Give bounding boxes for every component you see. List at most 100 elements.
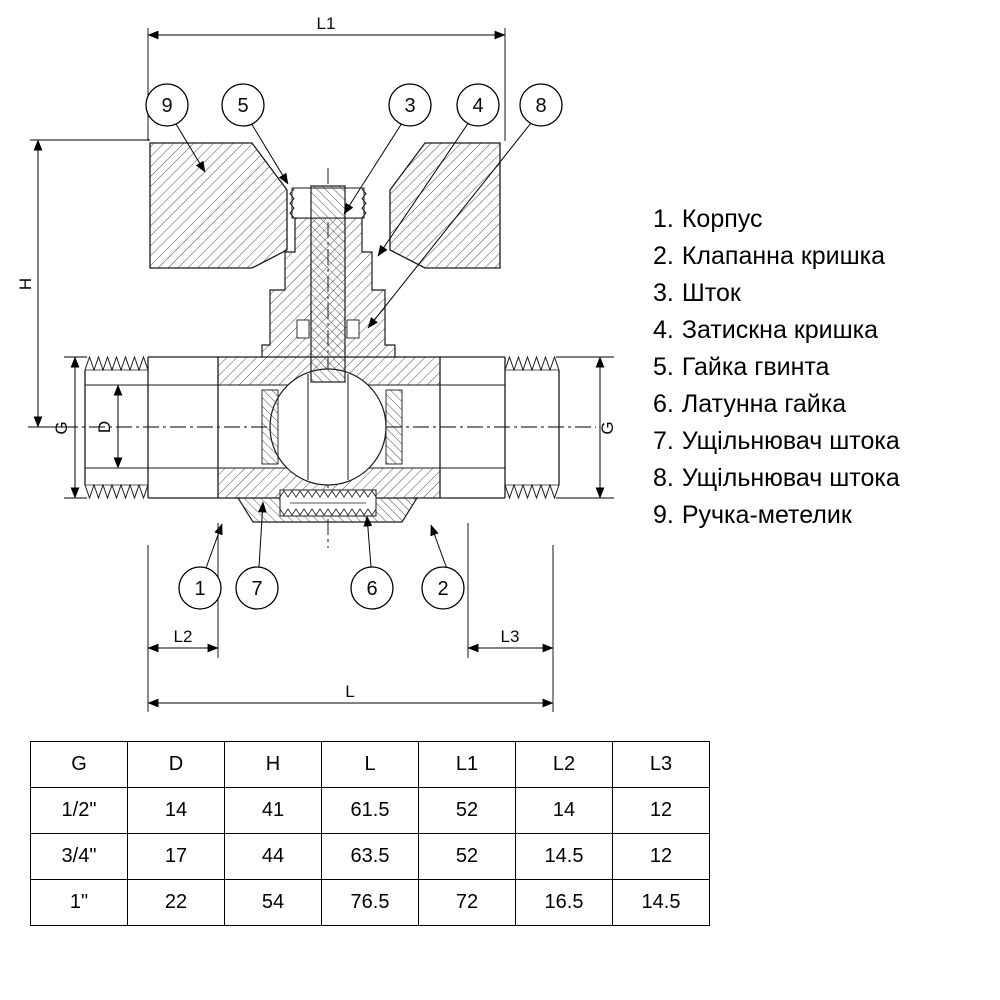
part-number: 2. <box>653 242 674 270</box>
dim-label-L: L <box>345 682 354 701</box>
table-cell: 1" <box>30 879 128 926</box>
dim-label-D: D <box>95 421 114 433</box>
table-cell: 1/2" <box>30 787 128 834</box>
svg-text:3: 3 <box>404 95 415 117</box>
dim-label-L2: L2 <box>174 627 193 646</box>
parts-list-item: 2.Клапанна кришка <box>653 238 900 275</box>
callout-9: 9 <box>145 83 189 127</box>
table-cell: 52 <box>418 833 516 880</box>
parts-list-item: 7.Ущільнювач штока <box>653 423 900 460</box>
table-header-row: G D H L L1 L2 L3 <box>30 741 710 788</box>
callout-7: 7 <box>235 566 279 610</box>
table-cell: 63.5 <box>321 833 419 880</box>
svg-text:9: 9 <box>161 95 172 117</box>
svg-text:8: 8 <box>535 95 546 117</box>
butterfly-handle <box>149 142 501 269</box>
left-thread <box>84 355 149 500</box>
table-cell: 76.5 <box>321 879 419 926</box>
dim-label-L1: L1 <box>317 14 336 33</box>
callout-5: 5 <box>221 83 265 127</box>
part-label: Затискна кришка <box>681 316 879 344</box>
table-cell: 12 <box>612 787 710 834</box>
handle-left-wing <box>149 142 288 269</box>
parts-list-item: 1.Корпус <box>653 201 900 238</box>
part-number: 5. <box>653 353 674 381</box>
callout-2: 2 <box>421 566 465 610</box>
table-row: 3/4" 17 44 63.5 52 14.5 12 <box>30 833 710 880</box>
table-cell: 14 <box>127 787 225 834</box>
part-label: Шток <box>681 279 741 307</box>
callout-balloons: 9 5 3 4 8 1 7 6 <box>145 83 563 610</box>
valve-technical-drawing: L1 H G D G L2 L3 L 9 5 3 <box>16 14 617 712</box>
part-number: 1. <box>653 205 674 233</box>
table-header-cell: G <box>30 741 128 788</box>
svg-text:6: 6 <box>366 578 377 600</box>
table-header-cell: L3 <box>612 741 710 788</box>
table-cell: 54 <box>224 879 322 926</box>
parts-list-item: 4.Затискна кришка <box>653 312 900 349</box>
parts-list-item: 5.Гайка гвинта <box>653 349 900 386</box>
table-cell: 14.5 <box>515 833 613 880</box>
svg-text:1: 1 <box>194 578 205 600</box>
svg-text:7: 7 <box>251 578 262 600</box>
part-number: 7. <box>653 427 674 455</box>
part-number: 3. <box>653 279 674 307</box>
table-cell: 12 <box>612 833 710 880</box>
ball-seat-left <box>261 389 279 465</box>
table-row: 1/2" 14 41 61.5 52 14 12 <box>30 787 710 834</box>
parts-list-item: 9.Ручка-метелик <box>653 497 900 534</box>
part-label: Ущільнювач штока <box>681 427 900 455</box>
svg-text:2: 2 <box>437 578 448 600</box>
right-thread <box>504 355 560 500</box>
callout-8: 8 <box>519 83 563 127</box>
table-cell: 22 <box>127 879 225 926</box>
parts-list-item: 8.Ущільнювач штока <box>653 460 900 497</box>
ball-seat-right <box>385 389 403 465</box>
table-cell: 41 <box>224 787 322 834</box>
part-number: 4. <box>653 316 674 344</box>
bottom-cap <box>236 489 419 523</box>
table-cell: 52 <box>418 787 516 834</box>
dimension-lines <box>33 30 605 708</box>
table-cell: 14 <box>515 787 613 834</box>
table-header-cell: H <box>224 741 322 788</box>
parts-list: 1.Корпус 2.Клапанна кришка 3.Шток 4.Зати… <box>653 201 900 534</box>
dim-label-G-right: G <box>598 421 617 434</box>
table-cell: 61.5 <box>321 787 419 834</box>
svg-text:5: 5 <box>237 95 248 117</box>
stem-seal-left <box>296 319 310 339</box>
dim-label-G-left: G <box>52 421 71 434</box>
callout-1: 1 <box>178 566 222 610</box>
table-header-cell: D <box>127 741 225 788</box>
dim-label-L3: L3 <box>501 627 520 646</box>
part-label: Корпус <box>681 205 763 233</box>
table-cell: 72 <box>418 879 516 926</box>
part-label: Ручка-метелик <box>681 501 852 529</box>
callout-6: 6 <box>350 566 394 610</box>
part-label: Гайка гвинта <box>681 353 830 381</box>
table-row: 1" 22 54 76.5 72 16.5 14.5 <box>30 879 710 926</box>
callout-leaders <box>175 121 532 570</box>
ball <box>269 368 387 486</box>
part-label: Ущільнювач штока <box>681 464 900 492</box>
dim-label-H: H <box>16 278 35 290</box>
svg-text:4: 4 <box>472 95 483 117</box>
table-cell: 14.5 <box>612 879 710 926</box>
part-number: 6. <box>653 390 674 418</box>
parts-list-item: 6.Латунна гайка <box>653 386 900 423</box>
table-cell: 17 <box>127 833 225 880</box>
dimensions-table: G D H L L1 L2 L3 1/2" 14 41 61.5 52 14 1… <box>30 741 710 926</box>
table-header-cell: L2 <box>515 741 613 788</box>
part-number: 9. <box>653 501 674 529</box>
valve-body <box>84 142 560 523</box>
handle-right-wing <box>389 142 501 269</box>
part-label: Латунна гайка <box>681 390 847 418</box>
table-cell: 16.5 <box>515 879 613 926</box>
dimension-labels: L1 H G D G L2 L3 L <box>16 14 617 701</box>
table-cell: 44 <box>224 833 322 880</box>
table-header-cell: L1 <box>418 741 516 788</box>
callout-4: 4 <box>456 83 500 127</box>
table-cell: 3/4" <box>30 833 128 880</box>
part-label: Клапанна кришка <box>681 242 886 270</box>
table-header-cell: L <box>321 741 419 788</box>
